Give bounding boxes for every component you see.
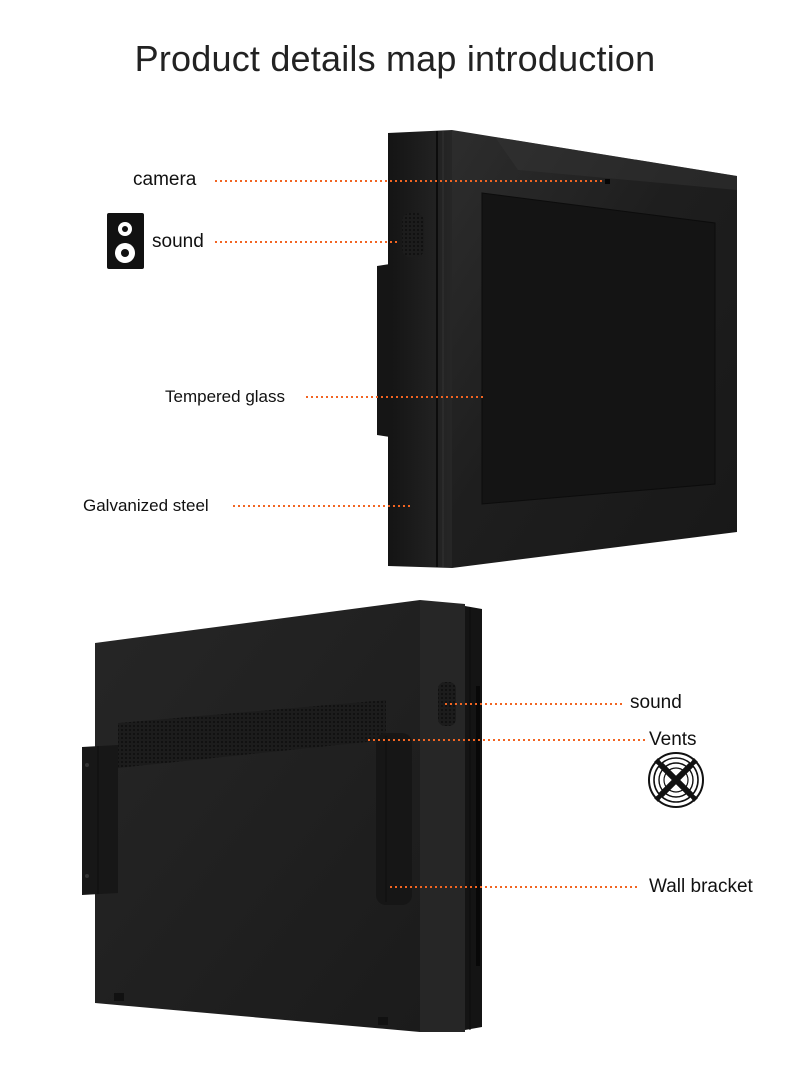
side-bracket bbox=[377, 264, 390, 437]
rear-panel bbox=[95, 600, 420, 1032]
callout-wall-bracket: Wall bracket bbox=[649, 876, 753, 897]
side-speaker-grille bbox=[402, 213, 424, 257]
camera-lens bbox=[605, 179, 610, 184]
callout-galvanized-steel: Galvanized steel bbox=[83, 496, 209, 515]
fan-icon bbox=[648, 752, 704, 808]
callout-vents: Vents bbox=[649, 729, 697, 750]
rear-side-edge bbox=[420, 600, 465, 1032]
left-wall-bracket bbox=[82, 745, 118, 895]
callout-sound-front: sound bbox=[152, 231, 204, 252]
speaker-icon bbox=[107, 213, 144, 269]
page-title: Product details map introduction bbox=[134, 38, 656, 79]
device-side-edge bbox=[388, 130, 452, 568]
callout-tempered-glass: Tempered glass bbox=[165, 387, 286, 406]
callout-sound-rear: sound bbox=[630, 692, 682, 713]
rear-view-device bbox=[82, 600, 482, 1032]
front-view-device bbox=[377, 130, 737, 568]
right-wall-bracket bbox=[376, 733, 412, 905]
tempered-glass-screen bbox=[481, 192, 716, 505]
callout-camera: camera bbox=[133, 169, 197, 190]
rear-vents-grille bbox=[118, 700, 386, 768]
